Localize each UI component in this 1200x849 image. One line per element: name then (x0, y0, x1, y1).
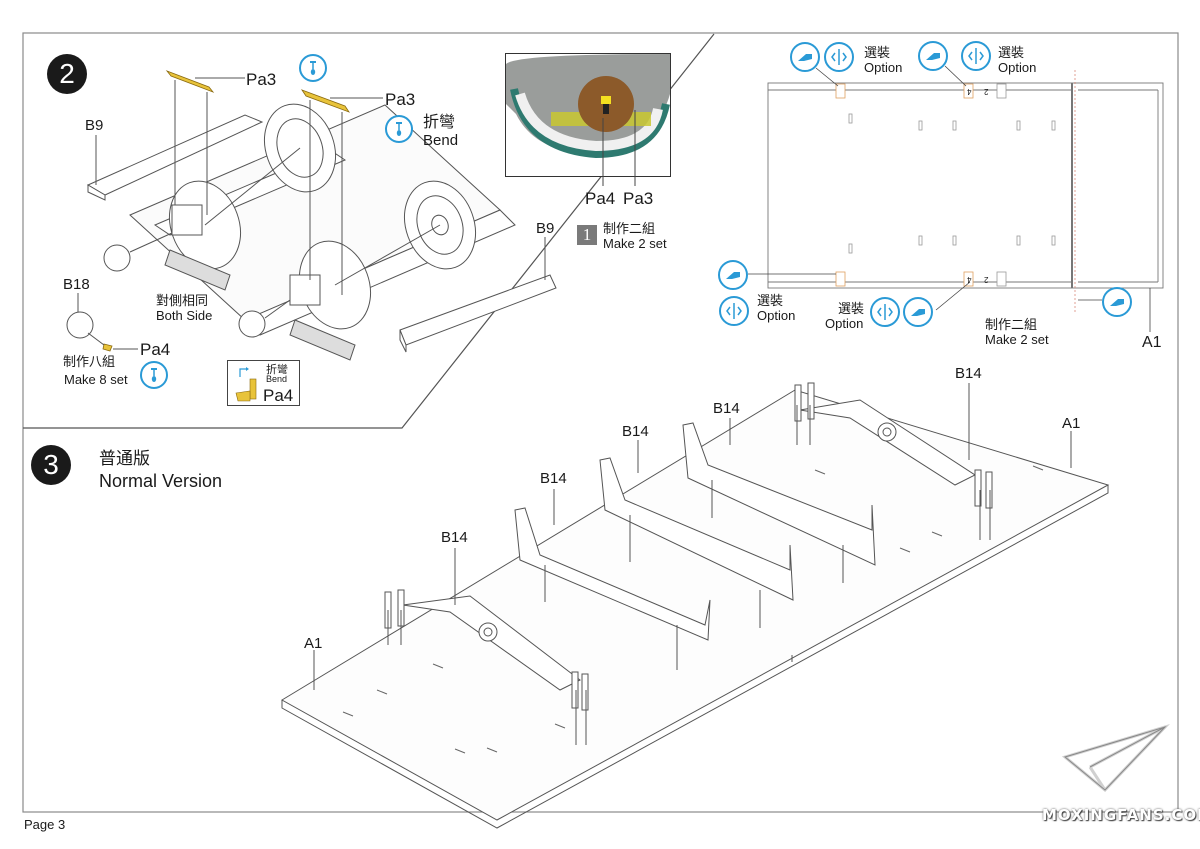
option-zh-2: 選裝 (998, 45, 1025, 60)
option-make2-en: Make 2 set (985, 332, 1049, 347)
drill-icon (790, 42, 820, 72)
option-zh-4: 選裝 (838, 301, 865, 316)
watermark-text: MOXINGFANS.COM (1042, 806, 1200, 824)
a1-outline (767, 82, 1164, 289)
label-b18: B18 (63, 276, 90, 293)
cut-apart-icon (824, 42, 854, 72)
label-b14: B14 (955, 365, 982, 382)
label-b14: B14 (622, 423, 649, 440)
step-number: 2 (59, 58, 75, 89)
inset-label-pa3: Pa3 (623, 189, 654, 208)
label-a1-option: A1 (1142, 334, 1162, 351)
inset-make2-en: Make 2 set (603, 236, 667, 251)
make8-zh: 制作八組 (63, 354, 116, 369)
cut-apart-icon (961, 41, 991, 71)
both-side-zh: 對側相同 (156, 293, 209, 308)
b14-bearers (514, 422, 876, 641)
drill-icon (903, 297, 933, 327)
bend-detail-box: 折彎 Bend Pa4 (227, 360, 300, 406)
b18-cover (103, 244, 131, 272)
make8-en: Make 8 set (64, 372, 128, 387)
bend-box-zh: 折彎 (266, 364, 288, 376)
bend-icon (385, 115, 413, 143)
option-zh-1: 選裝 (864, 45, 891, 60)
option-en-2: Option (998, 60, 1037, 75)
both-side-en: Both Side (156, 308, 213, 323)
wheelsets (164, 103, 476, 361)
label-b9-left: B9 (85, 117, 104, 134)
label-b9-right: B9 (536, 220, 555, 237)
page-number: Page 3 (24, 817, 66, 832)
inset-make2-zh: 制作二組 (603, 221, 656, 236)
step-2-badge: 2 (47, 54, 87, 94)
step3-title-zh: 普通版 (99, 449, 150, 468)
label-pa3-right: Pa3 (385, 90, 416, 109)
option-make2-zh: 制作二組 (985, 317, 1038, 332)
option-en-3: Option (757, 308, 796, 323)
bend-note-en: Bend (423, 132, 459, 149)
label-b14: B14 (713, 400, 740, 417)
b18-cover (238, 310, 266, 338)
inset-photo (505, 53, 671, 177)
sub-step-badge: 1 (577, 225, 597, 245)
label-pa3-left: Pa3 (246, 70, 277, 89)
step-3-badge: 3 (31, 445, 71, 485)
drill-icon (918, 41, 948, 71)
b18-cover (66, 311, 94, 339)
sub-step-number: 1 (582, 225, 592, 244)
label-b14: B14 (540, 470, 567, 487)
option-en-4: Option (825, 316, 864, 331)
bend-icon (299, 54, 327, 82)
bend-box-en: Bend (266, 374, 288, 384)
bend-pa4-icon (235, 367, 257, 402)
label-pa4: Pa4 (140, 340, 171, 359)
inset-label-pa4: Pa4 (585, 189, 616, 208)
step-number: 3 (43, 449, 59, 480)
pa3-brackets (165, 70, 351, 113)
option-zh-3: 選裝 (757, 293, 784, 308)
label-a1-left: A1 (304, 635, 323, 652)
bend-box-part: Pa4 (263, 386, 294, 405)
drill-icon (718, 260, 748, 290)
label-b14: B14 (441, 529, 468, 546)
paper-plane-icon (1061, 723, 1170, 792)
drill-icon (1102, 287, 1132, 317)
pa4-part (102, 343, 113, 352)
cut-apart-icon (870, 297, 900, 327)
cut-apart-icon (719, 296, 749, 326)
bend-icon (140, 361, 168, 389)
step3-title-en: Normal Version (99, 471, 223, 491)
option-en-1: Option (864, 60, 903, 75)
bolster-front (402, 595, 581, 691)
bolster-rear (799, 399, 977, 486)
bend-note-zh: 折彎 (423, 114, 456, 131)
label-a1-right: A1 (1062, 415, 1081, 432)
